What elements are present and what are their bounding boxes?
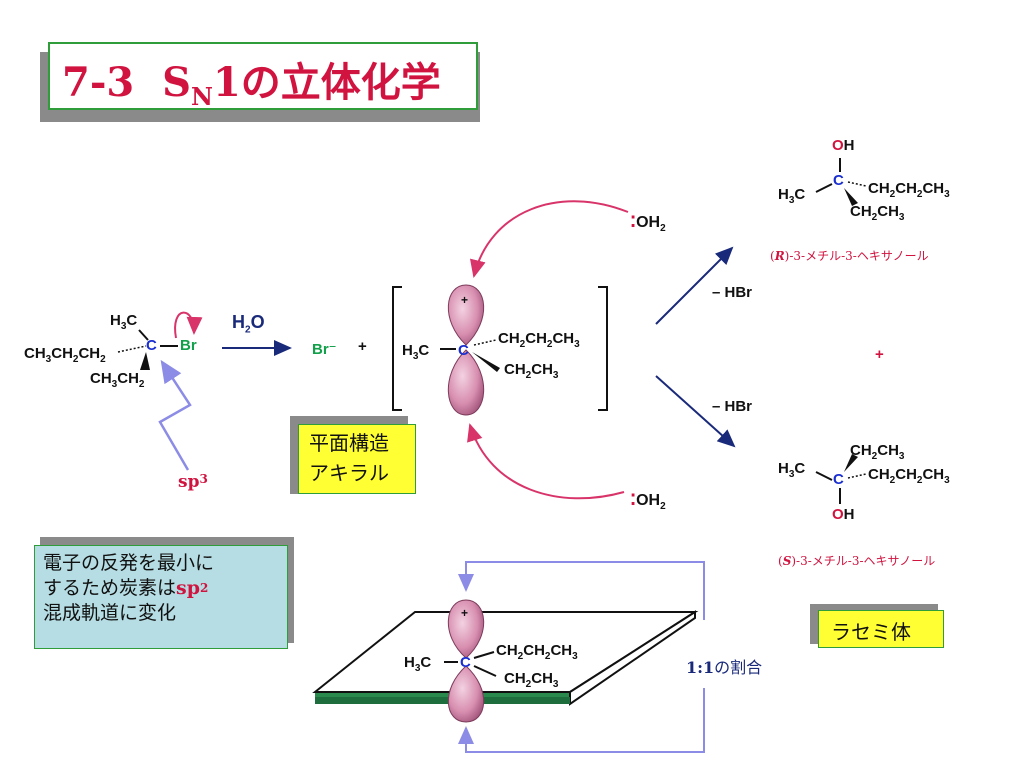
wedge-bond xyxy=(844,188,858,206)
planar-line1: 平面構造 xyxy=(309,431,389,455)
hash-bond xyxy=(847,181,867,187)
s-carbon: C xyxy=(833,471,844,488)
plane-edge xyxy=(315,692,570,697)
bond xyxy=(815,471,833,481)
p-orbital-bottom-lobe xyxy=(447,349,485,416)
r-oh: OH xyxy=(832,137,855,154)
reactant-propyl: CH3CH2CH2 xyxy=(24,345,106,365)
hash-bond xyxy=(847,473,867,479)
racemic-box: ラセミ体 xyxy=(818,610,944,648)
planar-line2: アキラル xyxy=(309,461,389,485)
ratio-label: 1:1の割合 xyxy=(686,658,763,677)
bond xyxy=(473,665,497,677)
explanation-line3: 混成軌道に変化 xyxy=(43,602,177,624)
r-h3c: H3C xyxy=(778,186,806,206)
title-box xyxy=(48,42,478,110)
explanation-line1: 電子の反発を最小に xyxy=(43,552,215,574)
water-bottom: ⁚OH2 xyxy=(630,492,666,513)
r-propyl: CH2CH2CH3 xyxy=(868,180,950,200)
s-product-name: (S)-3-メチル-3-ヘキサノール xyxy=(778,554,936,568)
bromide-ion: Br⁻ xyxy=(312,341,337,358)
planar-box: 平面構造 アキラル xyxy=(298,424,416,494)
sp3-label: sp3 xyxy=(178,472,208,492)
s-oh: OH xyxy=(832,506,855,523)
hbr-loss-top: – HBr xyxy=(712,284,753,301)
bracket-left xyxy=(392,286,402,411)
wedge-bond xyxy=(472,352,500,372)
loop-arrow-top xyxy=(458,561,705,620)
loop-arrow-bottom xyxy=(458,688,705,753)
carbocation-ethyl: CH2CH3 xyxy=(504,361,559,381)
reagent-h2o: H2O xyxy=(232,312,265,336)
s-h3c: H3C xyxy=(778,460,806,480)
plane-edge-dark xyxy=(315,697,570,704)
r-ethyl: CH2CH3 xyxy=(850,203,905,223)
s-ethyl: CH2CH3 xyxy=(850,442,905,462)
product-plus: + xyxy=(875,346,884,363)
r-product-name: (R)-3-メチル-3-ヘキサノール xyxy=(770,249,929,263)
plane-bottom-lobe xyxy=(447,665,485,723)
plane-ethyl: CH2CH3 xyxy=(504,670,559,690)
wedge-bond xyxy=(140,352,150,370)
reactant-h3c: H3C xyxy=(110,312,138,332)
bond xyxy=(473,651,495,659)
r-carbon: C xyxy=(833,172,844,189)
plane-h3c: H3C xyxy=(404,654,432,674)
hash-bond xyxy=(117,345,147,353)
attack-arrow-top xyxy=(470,200,629,278)
carbocation-h3c: H3C xyxy=(402,342,430,362)
explanation-box: 電子の反発を最小に するため炭素はsp2 混成軌道に変化 xyxy=(34,545,288,649)
arrow-to-r-product xyxy=(655,246,734,325)
bracket-right xyxy=(598,286,608,411)
reactant-carbon: C xyxy=(146,337,157,354)
plane-carbon: C xyxy=(460,654,471,671)
explanation-line2: するため炭素はsp2 xyxy=(43,577,209,599)
wedge-bond xyxy=(844,454,858,472)
lobe-plus: + xyxy=(461,293,469,307)
sp3-pointer xyxy=(158,359,192,471)
water-top: ⁚OH2 xyxy=(630,214,666,235)
arrow-to-s-product xyxy=(655,375,736,448)
plane-lobe-plus: + xyxy=(461,606,469,620)
carbocation-propyl: CH2CH2CH3 xyxy=(498,330,580,350)
attack-arrow-bottom xyxy=(467,423,625,500)
carbocation-carbon: C xyxy=(458,342,469,359)
reactant-ethyl: CH3CH2 xyxy=(90,370,145,390)
plane-propyl: CH2CH2CH3 xyxy=(496,642,578,662)
p-orbital-top-lobe xyxy=(447,284,485,346)
reactant-bromine: Br xyxy=(180,337,197,354)
hash-bond xyxy=(473,339,497,346)
plane-top-lobe xyxy=(447,599,485,659)
leaving-group-arrow xyxy=(174,311,203,339)
bond xyxy=(815,183,833,193)
plus-sign: + xyxy=(358,338,367,355)
s-propyl: CH2CH2CH3 xyxy=(868,466,950,486)
hbr-loss-bottom: – HBr xyxy=(712,398,753,415)
bond xyxy=(138,329,149,341)
page-title: 7-3 SN1の立体化学 xyxy=(62,59,441,111)
